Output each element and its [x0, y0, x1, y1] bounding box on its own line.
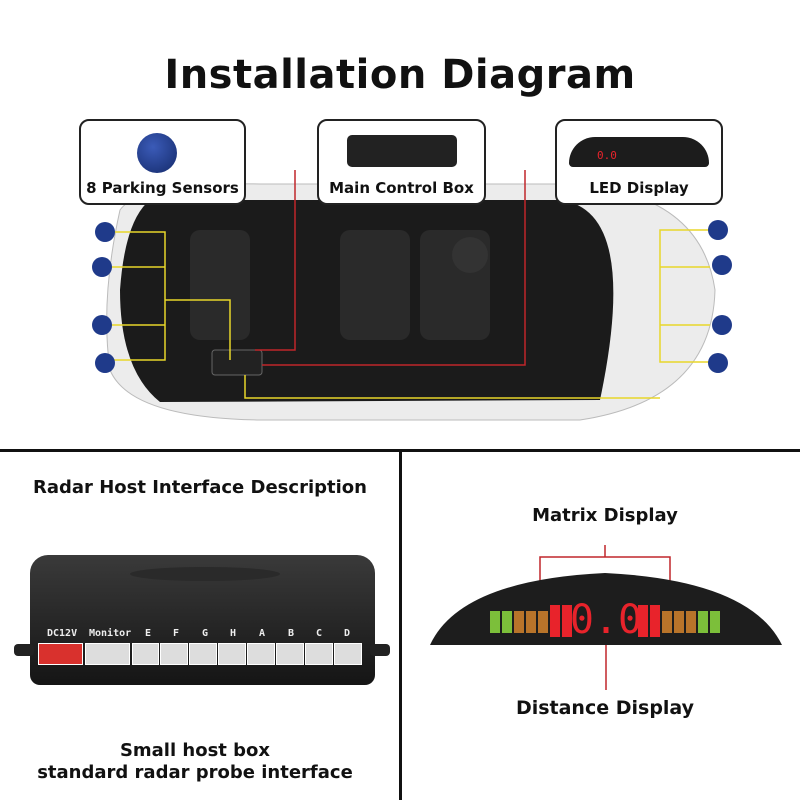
led-segment	[710, 611, 720, 633]
port-monitor	[85, 643, 130, 665]
led-segment	[674, 611, 684, 633]
port-g	[189, 643, 217, 665]
port-label: E	[145, 628, 152, 639]
host-caption-2: standard radar probe interface	[37, 762, 353, 783]
car-top-view	[92, 170, 732, 421]
power-wires	[255, 170, 526, 366]
distance-display-label: Distance Display	[515, 697, 695, 719]
steering-wheel	[452, 237, 488, 273]
led-segment	[526, 611, 536, 633]
seat	[340, 230, 410, 340]
led-reading-small: 0.0	[597, 149, 617, 162]
callout-parking-sensors: 8 Parking Sensors	[79, 119, 246, 205]
led-segment	[562, 605, 572, 637]
led-display-unit: 0.0	[430, 545, 782, 690]
led-segment	[514, 611, 524, 633]
host-heading: Radar Host Interface Description	[33, 477, 367, 498]
port-label: DC12V	[47, 628, 78, 639]
host-caption-1: Small host box	[119, 740, 271, 761]
port-label: F	[173, 628, 180, 639]
sensor-icon	[137, 133, 177, 173]
mount-tab	[370, 644, 390, 656]
port-b	[276, 643, 304, 665]
callout-label: Main Control Box	[329, 179, 474, 197]
parking-sensors	[92, 220, 732, 373]
divider-vertical	[399, 449, 402, 800]
port-a	[247, 643, 275, 665]
led-segment	[686, 611, 696, 633]
port-label: C	[316, 628, 323, 639]
port-f	[160, 643, 188, 665]
page-title: Installation Diagram	[164, 52, 636, 98]
port-label: B	[288, 628, 295, 639]
host-box	[30, 555, 375, 685]
distance-readout: 0.0	[570, 597, 642, 643]
led-segment	[502, 611, 512, 633]
callout-label: LED Display	[589, 179, 689, 197]
led-segment	[662, 611, 672, 633]
port-label: A	[259, 628, 266, 639]
callout-control-box: Main Control Box	[317, 119, 486, 205]
port-d	[334, 643, 362, 665]
sensor-wires	[110, 229, 710, 399]
callout-led-display: 0.0 LED Display	[555, 119, 723, 205]
led-segment	[538, 611, 548, 633]
port-label: H	[230, 628, 237, 639]
led-segment	[638, 605, 648, 637]
led-display-icon	[569, 137, 709, 167]
port-dc12v	[38, 643, 83, 665]
port-h	[218, 643, 246, 665]
matrix-display-label: Matrix Display	[532, 505, 678, 526]
led-segment	[490, 611, 500, 633]
port-c	[305, 643, 333, 665]
mount-tab	[14, 644, 34, 656]
port-label: Monitor	[89, 628, 132, 639]
callout-label: 8 Parking Sensors	[86, 179, 239, 197]
led-segment	[550, 605, 560, 637]
control-box-in-car	[211, 349, 263, 376]
led-segment	[698, 611, 708, 633]
control-box-icon	[347, 135, 457, 167]
seat	[190, 230, 250, 340]
speaker-grille	[130, 567, 280, 581]
port-label: G	[202, 628, 209, 639]
led-segment	[650, 605, 660, 637]
port-e	[132, 643, 159, 665]
port-label: D	[344, 628, 351, 639]
